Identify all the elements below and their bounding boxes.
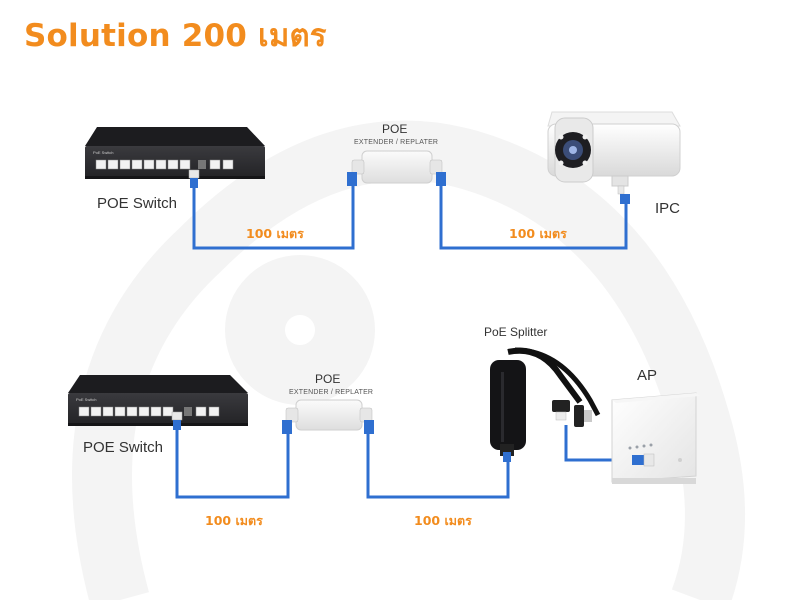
top-distance-1: 100 เมตร: [246, 226, 304, 241]
bottom-switch-brand: PoE Switch: [76, 397, 96, 402]
bottom-switch-plug: [171, 411, 183, 430]
top-extender-title: POE: [382, 122, 408, 136]
ap-label: AP: [637, 367, 658, 384]
top-poe-extender: [347, 150, 446, 186]
splitter-label: PoE Splitter: [484, 325, 548, 339]
bottom-distance-1: 100 เมตร: [205, 513, 263, 528]
top-poe-switch: PoE Switch: [85, 127, 265, 179]
bottom-switch-label: POE Switch: [83, 439, 164, 456]
bottom-extender-subtitle: EXTENDER / REPLATER: [289, 389, 374, 396]
top-switch-plug: [188, 169, 200, 188]
camera-icon: [547, 111, 681, 204]
camera-label: IPC: [655, 200, 681, 217]
top-extender-subtitle: EXTENDER / REPLATER: [354, 139, 439, 146]
poe-splitter-icon: [490, 347, 601, 462]
bottom-poe-extender: [282, 399, 374, 434]
top-switch-brand: PoE Switch: [93, 150, 113, 155]
top-switch-label: POE Switch: [97, 195, 178, 212]
background-watermark: [72, 120, 745, 600]
page-title: Solution 200 เมตร: [24, 18, 327, 54]
access-point-icon: [611, 392, 700, 484]
top-cables: [192, 172, 628, 250]
bottom-poe-switch: PoE Switch: [68, 375, 248, 426]
bottom-distance-2: 100 เมตร: [414, 513, 472, 528]
bottom-extender-title: POE: [315, 372, 341, 386]
top-distance-2: 100 เมตร: [509, 226, 567, 241]
bottom-cables: [175, 420, 630, 499]
